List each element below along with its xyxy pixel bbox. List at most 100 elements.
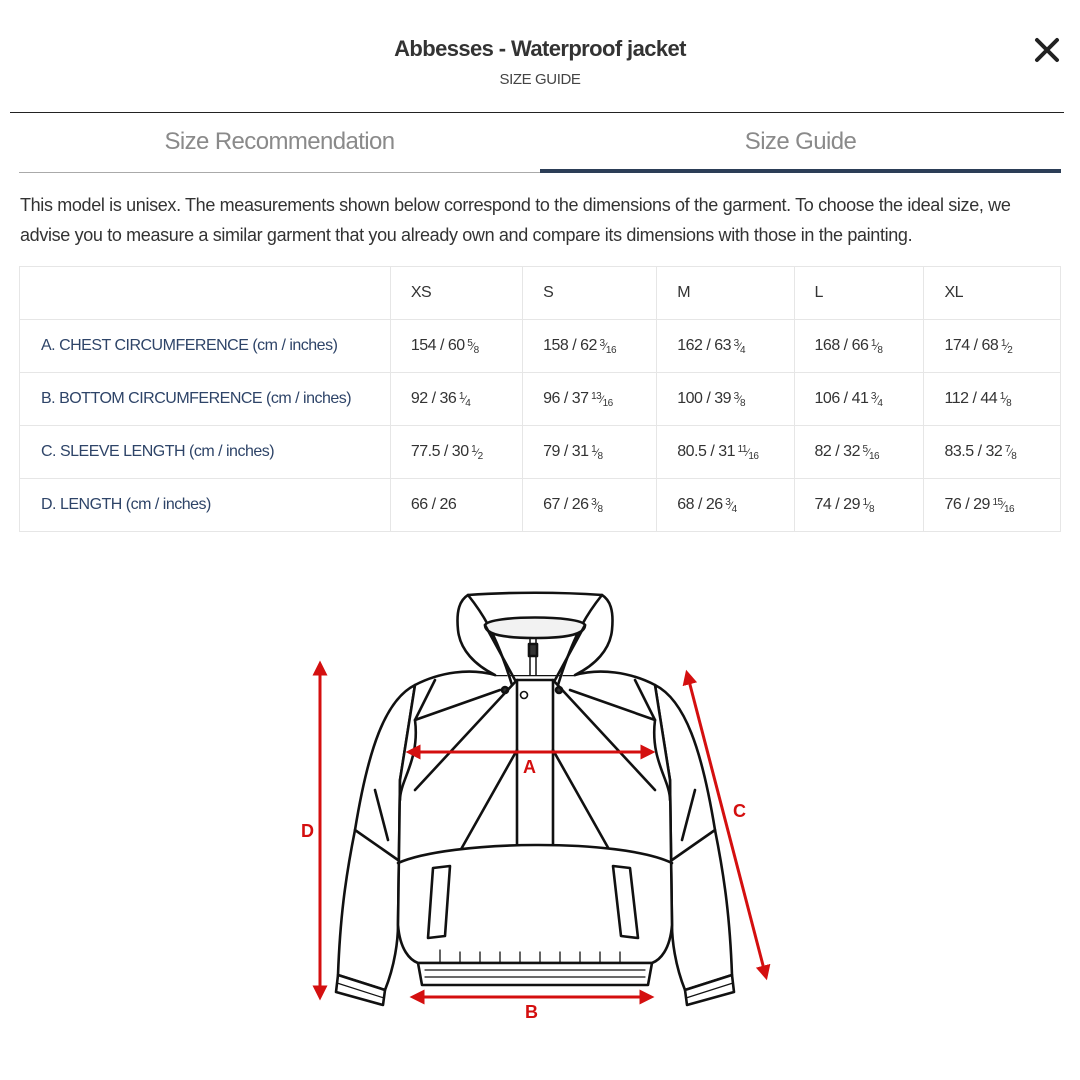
inch-fraction: 1⁄4 (458, 390, 471, 409)
fraction-numerator: 3 (733, 337, 740, 349)
cell-xl: 174 / 68 1⁄2 (923, 319, 1061, 373)
inch-fraction: 5⁄16 (862, 443, 880, 462)
measurement-label: B. BOTTOM CIRCUMFERENCE (cm / inches) (19, 372, 391, 426)
product-title: Abbesses - Waterproof jacket (394, 36, 686, 61)
measurement-value: 83.5 / 32 (944, 442, 1003, 460)
fraction-denominator: 8 (473, 344, 480, 356)
inch-fraction: 1⁄8 (870, 337, 883, 356)
inch-fraction: 3⁄8 (591, 496, 604, 515)
fraction-denominator: 8 (597, 450, 604, 462)
fraction-denominator: 8 (740, 397, 746, 409)
measurement-value: 106 / 41 (814, 389, 869, 407)
inch-fraction: 15⁄16 (992, 496, 1015, 515)
inch-fraction: 1⁄8 (862, 496, 875, 515)
inch-fraction: 1⁄8 (591, 443, 604, 462)
jacket-measurement-diagram: A B C D (280, 580, 800, 1030)
measurement-value: 168 / 66 (814, 336, 869, 354)
fraction-denominator: 16 (748, 450, 759, 462)
size-table: XS S M L XL A. CHEST CIRCUMFERENCE (cm /… (19, 266, 1061, 532)
measurement-value: 158 / 62 (543, 336, 597, 354)
cell-xl: 76 / 29 15⁄16 (923, 478, 1061, 532)
inch-fraction: 1⁄8 (999, 390, 1012, 409)
inch-fraction: 7⁄8 (1004, 443, 1017, 462)
fraction-numerator: 1 (471, 443, 477, 455)
cell-xs: 77.5 / 30 1⁄2 (389, 425, 524, 479)
fraction-denominator: 16 (602, 397, 614, 409)
fraction-denominator: 16 (1003, 503, 1015, 515)
fraction-denominator: 4 (731, 503, 738, 515)
fraction-numerator: 11 (737, 443, 748, 455)
inch-fraction: 3⁄16 (599, 337, 617, 356)
cell-s: 158 / 62 3⁄16 (522, 319, 658, 373)
size-guide-description: This model is unisex. The measurements s… (20, 195, 1011, 245)
inch-fraction: 13⁄16 (591, 390, 614, 409)
fraction-denominator: 8 (1011, 450, 1017, 462)
fraction-numerator: 3 (599, 337, 605, 349)
cell-l: 168 / 66 1⁄8 (793, 319, 925, 373)
cell-m: 100 / 39 3⁄8 (656, 372, 795, 426)
jacket-illustration: A B C D (301, 591, 771, 1022)
cell-xs: 154 / 60 5⁄8 (389, 319, 524, 373)
fraction-numerator: 3 (591, 496, 597, 508)
fraction-numerator: 15 (992, 496, 1003, 508)
cell-s: 96 / 37 13⁄16 (522, 372, 658, 426)
cell-xl: 112 / 44 1⁄8 (923, 372, 1061, 426)
measurement-value: 77.5 / 30 (410, 442, 469, 460)
cell-xl: 83.5 / 32 7⁄8 (923, 425, 1061, 479)
cell-xs: 92 / 36 1⁄4 (389, 372, 524, 426)
fraction-denominator: 2 (477, 450, 484, 462)
measurement-value: 74 / 29 (814, 495, 861, 513)
measurement-value: 174 / 68 (944, 336, 999, 354)
cell-l: 82 / 32 5⁄16 (793, 425, 925, 479)
cell-xs: 66 / 26 (389, 478, 524, 532)
modal-header: Abbesses - Waterproof jacket SIZE GUIDE (0, 0, 1080, 113)
measurement-value: 67 / 26 (543, 495, 589, 513)
inch-fraction: 1⁄2 (1000, 337, 1013, 356)
label-c: C (733, 801, 746, 821)
close-button[interactable] (1033, 36, 1061, 64)
cell-l: 106 / 41 3⁄4 (793, 372, 925, 426)
fraction-denominator: 16 (868, 450, 880, 462)
column-header-s: S (522, 266, 658, 320)
fraction-numerator: 1 (1000, 337, 1007, 349)
inch-fraction: 11⁄16 (737, 443, 759, 462)
measurement-value: 79 / 31 (543, 442, 589, 460)
fraction-numerator: 1 (870, 337, 877, 349)
table-row: C. SLEEVE LENGTH (cm / inches)77.5 / 30 … (19, 425, 1061, 479)
fraction-denominator: 8 (597, 503, 604, 515)
measurement-value: 68 / 26 (677, 495, 723, 513)
fraction-denominator: 4 (740, 344, 746, 356)
inch-fraction: 3⁄8 (733, 390, 746, 409)
table-row: D. LENGTH (cm / inches) 66 / 26 67 / 26 3⁄… (19, 478, 1061, 532)
tab-size-guide[interactable]: Size Guide (540, 113, 1061, 173)
fraction-numerator: 1 (458, 390, 465, 402)
fraction-numerator: 1 (591, 443, 597, 455)
fraction-numerator: 7 (1004, 443, 1011, 455)
measurement-label: A. CHEST CIRCUMFERENCE (cm / inches) (19, 319, 391, 373)
fraction-denominator: 8 (868, 503, 875, 515)
fraction-numerator: 1 (862, 496, 869, 508)
cell-s: 79 / 31 1⁄8 (522, 425, 658, 479)
table-header-row: XS S M L XL (19, 266, 1061, 320)
header-divider (10, 112, 1064, 113)
fraction-denominator: 16 (605, 344, 617, 356)
fraction-denominator: 2 (1007, 344, 1013, 356)
measurement-value: 80.5 / 31 (677, 442, 736, 460)
fraction-numerator: 5 (862, 443, 869, 455)
column-header-measurement (19, 266, 391, 320)
inch-fraction: 3⁄4 (733, 337, 746, 356)
measurement-value: 100 / 39 (677, 389, 732, 407)
cell-m: 162 / 63 3⁄4 (656, 319, 795, 373)
measurement-value: 162 / 63 (677, 336, 732, 354)
fraction-denominator: 4 (465, 397, 471, 409)
cell-s: 67 / 26 3⁄8 (522, 478, 658, 532)
fraction-numerator: 13 (591, 390, 602, 402)
column-header-m: M (656, 266, 795, 320)
measurement-value: 92 / 36 (410, 389, 457, 407)
measurement-value: 66 / 26 (410, 496, 457, 513)
label-a: A (523, 757, 536, 777)
column-header-xl: XL (923, 266, 1061, 320)
measurement-label: D. LENGTH (cm / inches) (19, 478, 391, 532)
measurement-value: 112 / 44 (944, 389, 998, 407)
tab-size-recommendation[interactable]: Size Recommendation (19, 113, 540, 173)
